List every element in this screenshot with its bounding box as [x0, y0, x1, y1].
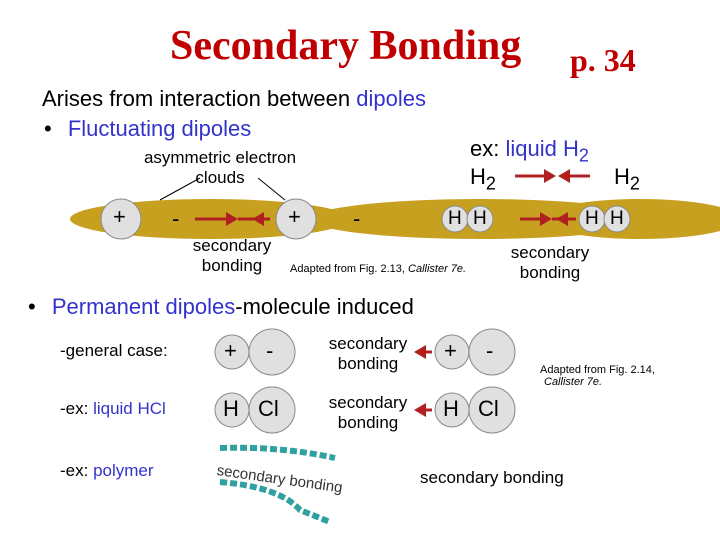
- minus-sign-gen-2: -: [486, 338, 494, 363]
- secondary-bonding-label-3: secondary bonding: [318, 334, 418, 374]
- ex-hcl-label: liquid HCl: [93, 399, 166, 418]
- sec-bond-1-line2: bonding: [201, 256, 263, 275]
- polymer-chains: [219, 444, 336, 525]
- atom-cl-hcl-2: [468, 386, 516, 434]
- example-liquid-h2: ex: liquid H2: [470, 136, 589, 166]
- hcl-h-1: H: [223, 396, 239, 421]
- plus-sign-gen-2: +: [444, 338, 457, 363]
- example-hcl: -ex: liquid HCl: [60, 399, 166, 419]
- ex-polymer-prefix: -ex:: [60, 461, 94, 480]
- asymmetric-line1: asymmetric electron: [143, 148, 297, 167]
- bullet-permanent-rest: -molecule induced: [235, 294, 414, 319]
- h2-left: H2: [470, 164, 496, 194]
- credit1-prefix: Adapted from Fig. 2.13,: [290, 263, 409, 275]
- sec-bond-3-line2: bonding: [337, 354, 399, 373]
- bullet-dot: •: [28, 294, 36, 319]
- arrow-right-icon: [544, 169, 556, 183]
- sec-bond-1-line1: secondary: [192, 236, 272, 255]
- sec-bond-2-line1: secondary: [510, 243, 590, 262]
- atom-plus-1: [100, 198, 142, 240]
- arrow-right-icon: [226, 212, 238, 226]
- arrow-left-icon: [252, 212, 264, 226]
- atom-minus-gen-2: [468, 328, 516, 376]
- pointer-left: [159, 177, 201, 201]
- hcl-cl-2: Cl: [478, 396, 499, 421]
- ex-hcl-prefix: -ex:: [60, 399, 94, 418]
- arrow-left-icon: [414, 345, 426, 359]
- arrow-right-icon: [540, 212, 552, 226]
- bullet-permanent: • Permanent dipoles-molecule induced: [28, 294, 414, 320]
- bullet-fluctuating: • Fluctuating dipoles: [44, 116, 251, 142]
- ex-polymer-label: polymer: [93, 461, 154, 480]
- example-label: liquid H: [505, 136, 579, 161]
- credit1-italic: Callister 7e.: [408, 263, 467, 275]
- h2-right: H2: [614, 164, 640, 194]
- secondary-bonding-label-4: secondary bonding: [318, 393, 418, 433]
- plus-sign-1: +: [113, 204, 126, 229]
- credit-fig-2-14: Adapted from Fig. 2.14, Callister 7e.: [540, 364, 655, 388]
- atom-h-label-3: H: [585, 208, 599, 229]
- atom-h-label-2: H: [473, 208, 487, 229]
- polymer-secondary-bonding-label: secondary bonding: [420, 468, 564, 487]
- plus-sign-gen-1: +: [224, 338, 237, 363]
- credit2-line1: Adapted from Fig. 2.14,: [540, 364, 655, 376]
- hcl-h-2: H: [443, 396, 459, 421]
- example-sub: 2: [578, 145, 589, 166]
- atom-h-2: [466, 205, 494, 233]
- atom-plus-2: [275, 198, 317, 240]
- bullet-permanent-text: Permanent dipoles: [51, 294, 236, 319]
- h2-left-sub: 2: [485, 173, 496, 194]
- arrows-row2: [414, 345, 432, 417]
- hcl-cl-1: Cl: [258, 396, 279, 421]
- slide-title: Secondary Bonding: [170, 23, 522, 69]
- minus-sign-gen-1: -: [266, 338, 274, 363]
- arrow-left-icon: [414, 403, 426, 417]
- secondary-bonding-label-2: secondary bonding: [500, 243, 600, 283]
- asymmetric-line2: clouds: [195, 168, 245, 187]
- bullet-fluctuating-text: Fluctuating dipoles: [67, 116, 252, 141]
- sec-bond-4-line1: secondary: [328, 393, 408, 412]
- minus-sign-2: -: [353, 206, 361, 231]
- secondary-bonding-label-1: secondary bonding: [182, 236, 282, 276]
- sec-bond-3-line1: secondary: [328, 334, 408, 353]
- asymmetric-label: asymmetric electron clouds: [120, 148, 320, 188]
- atom-minus-gen-1: [248, 328, 296, 376]
- arrows-row1: [195, 169, 590, 226]
- h2-right-text: H: [614, 164, 630, 189]
- arrow-left-icon: [558, 169, 570, 183]
- atom-cl-hcl-1: [248, 386, 296, 434]
- example-polymer: -ex: polymer: [60, 461, 154, 481]
- arrow-left-icon: [556, 212, 568, 226]
- intro-line: Arises from interaction between dipoles: [42, 86, 426, 112]
- bullet-dot: •: [44, 116, 52, 141]
- atom-h-label-1: H: [448, 208, 462, 229]
- h2-left-text: H: [470, 164, 486, 189]
- example-prefix: ex:: [470, 136, 500, 161]
- intro-highlight: dipoles: [356, 86, 426, 111]
- sec-bond-4-line2: bonding: [337, 413, 399, 432]
- plus-sign-2: +: [288, 204, 301, 229]
- intro-text: Arises from interaction between: [42, 86, 357, 111]
- credit2-line2: Callister 7e.: [544, 376, 603, 388]
- page-reference: p. 34: [570, 42, 636, 78]
- general-case-label: -general case:: [60, 341, 168, 360]
- minus-sign-1: -: [172, 206, 180, 231]
- h2-right-sub: 2: [629, 173, 640, 194]
- pointer-right: [257, 177, 286, 201]
- credit-fig-2-13: Adapted from Fig. 2.13, Callister 7e.: [290, 263, 466, 275]
- atom-h-4: [603, 205, 631, 233]
- sec-bond-2-line2: bonding: [519, 263, 581, 282]
- atom-h-label-4: H: [610, 208, 624, 229]
